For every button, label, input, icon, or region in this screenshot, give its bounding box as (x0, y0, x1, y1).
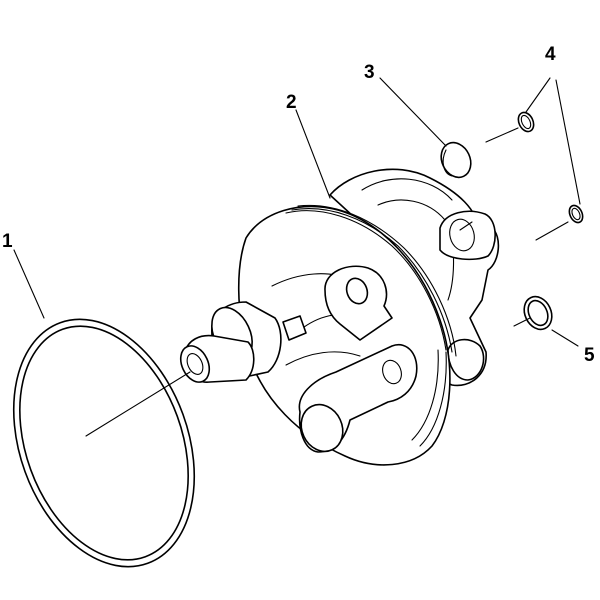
leader-line-2 (295, 109, 331, 199)
leader-line-4b-axis (535, 221, 569, 241)
leader-line-1-axis (85, 371, 191, 437)
medium-o-ring (523, 295, 553, 331)
leader-line-5 (551, 329, 579, 347)
o-ring-gasket (12, 318, 196, 568)
callout-5: 5 (584, 345, 595, 366)
plug (440, 141, 472, 179)
leader-line-4a (525, 77, 551, 113)
callout-2: 2 (286, 92, 297, 113)
callout-3: 3 (364, 62, 375, 83)
callouts: 1 2 3 4 5 (2, 44, 595, 366)
leader-line-3 (379, 77, 447, 147)
pump-body (179, 168, 500, 466)
outlet-arrow (459, 221, 473, 231)
leader-line-1 (13, 249, 45, 319)
leader-line-5-axis (513, 317, 531, 327)
callout-1: 1 (2, 231, 13, 252)
callout-4: 4 (545, 44, 556, 65)
leader-line-4a-axis (485, 127, 519, 143)
leader-lines (13, 77, 581, 437)
leader-line-4b (555, 79, 581, 205)
small-o-rings (517, 111, 584, 224)
